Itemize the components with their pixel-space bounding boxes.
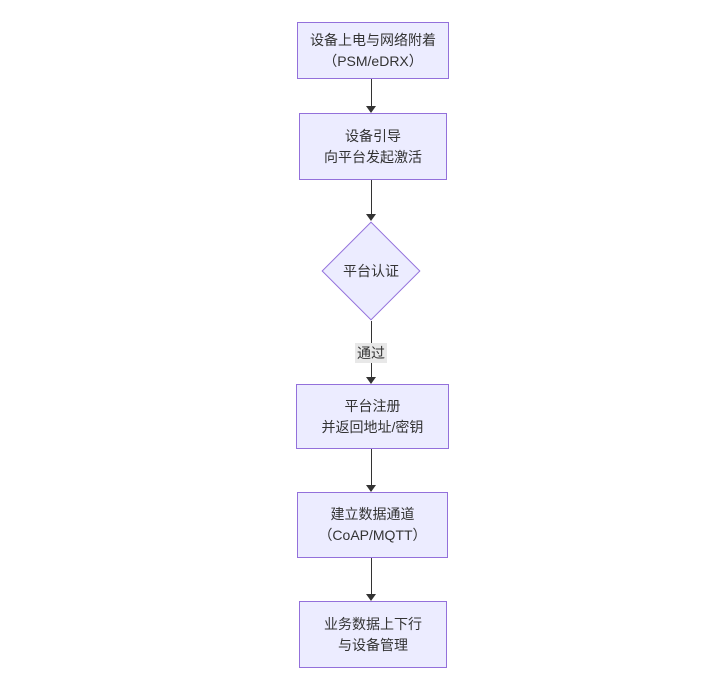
arrowhead-icon — [366, 485, 376, 492]
arrowhead-icon — [366, 106, 376, 113]
edge-line — [371, 180, 372, 214]
edge-line — [371, 79, 372, 106]
node-label-line: 向平台发起激活 — [324, 148, 422, 165]
arrowhead-icon — [366, 594, 376, 601]
decision-diamond-label: 平台认证 — [343, 263, 399, 279]
node-label-line: 业务数据上下行 — [324, 615, 422, 632]
node-label-line: 平台注册 — [344, 397, 401, 414]
flow-node-bootstrap: 设备引导 向平台发起激活 — [299, 113, 447, 180]
flow-node-business: 业务数据上下行 与设备管理 — [299, 601, 447, 668]
flow-node-register: 平台注册 并返回地址/密钥 — [296, 384, 449, 449]
edge-line — [371, 449, 372, 485]
node-label-line: （PSM/eDRX） — [323, 52, 423, 69]
node-label-line: 并返回地址/密钥 — [321, 418, 424, 435]
node-label-line: （CoAP/MQTT） — [318, 527, 427, 543]
node-label-line: 设备引导 — [345, 127, 401, 144]
flow-node-data-channel: 建立数据通道 （CoAP/MQTT） — [297, 492, 448, 558]
edge-line — [371, 558, 372, 594]
node-label-line: 建立数据通道 — [330, 506, 415, 522]
edge-label-pass: 通过 — [355, 343, 387, 363]
node-label-line: 设备上电与网络附着 — [310, 31, 436, 48]
flow-node-power-attach: 设备上电与网络附着 （PSM/eDRX） — [297, 22, 449, 79]
node-label-line: 与设备管理 — [338, 636, 408, 653]
arrowhead-icon — [366, 377, 376, 384]
arrowhead-icon — [366, 214, 376, 221]
